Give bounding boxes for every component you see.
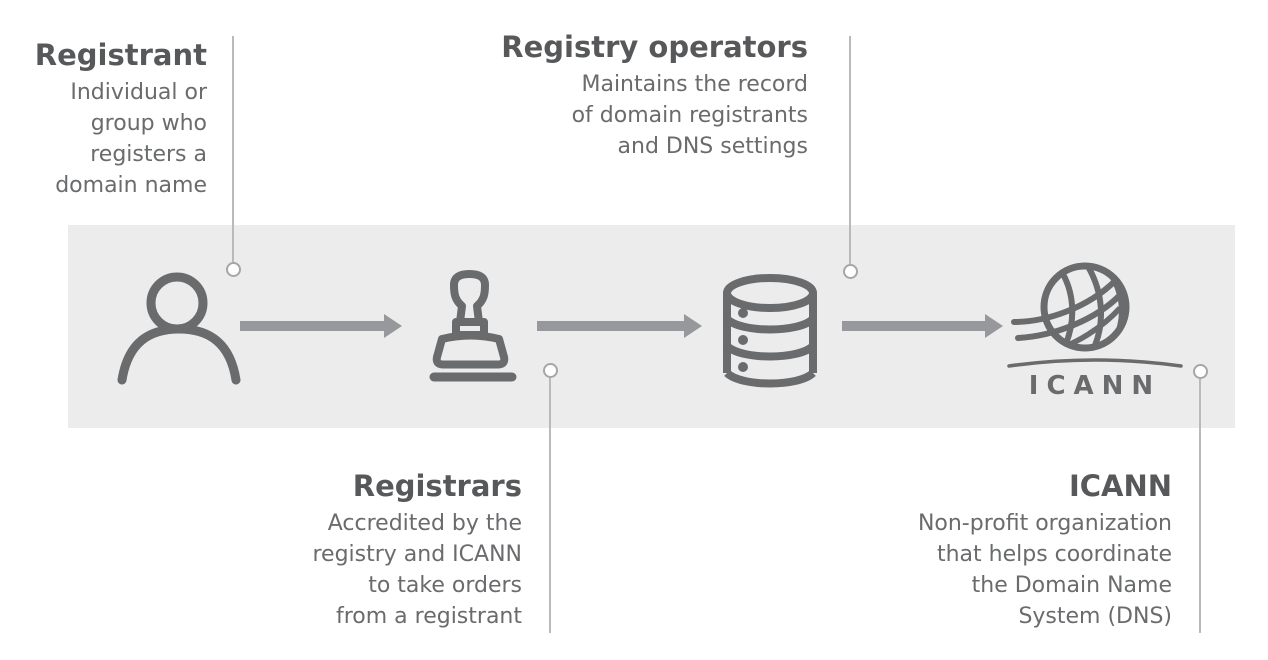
- arrow-right-icon: [240, 314, 402, 338]
- leader-line-registrars: [549, 377, 551, 633]
- leader-dot-registry-operators: [843, 264, 858, 279]
- stamp-icon: [429, 270, 517, 382]
- database-icon: [723, 274, 817, 388]
- leader-dot-registrant: [226, 262, 241, 277]
- label-registry-operators-description: Maintains the record of domain registran…: [571, 72, 808, 159]
- arrow-shaft: [240, 321, 387, 331]
- arrow-shaft: [842, 321, 988, 331]
- label-registrars: Registrars Accredited by the registry an…: [312, 467, 522, 632]
- icann-wordmark: ICANN: [1029, 371, 1161, 400]
- arrow-head: [384, 314, 402, 338]
- label-icann-description: Non-profit organization that helps coord…: [917, 511, 1172, 629]
- arrow-shaft: [537, 321, 687, 331]
- label-registrant: Registrant Individual or group who regis…: [35, 36, 207, 201]
- leader-line-icann: [1199, 378, 1201, 633]
- arrow-right-icon: [842, 314, 1003, 338]
- label-registry-operators-title: Registry operators: [501, 30, 808, 64]
- leader-dot-icann: [1193, 364, 1208, 379]
- icann-logo-icon: ICANN: [1007, 262, 1183, 400]
- arrow-head: [985, 314, 1003, 338]
- label-registrars-title: Registrars: [352, 469, 522, 503]
- label-icann-title: ICANN: [1068, 469, 1172, 503]
- label-registry-operators: Registry operators Maintains the record …: [501, 28, 808, 162]
- arrow-right-icon: [537, 314, 702, 338]
- label-registrant-title: Registrant: [34, 38, 207, 72]
- person-icon: [117, 272, 241, 385]
- arrow-head: [684, 314, 702, 338]
- label-icann: ICANN Non-profit organization that helps…: [918, 467, 1172, 632]
- label-registrars-description: Accredited by the registry and ICANN to …: [312, 511, 522, 629]
- label-registrant-description: Individual or group who registers a doma…: [55, 80, 207, 198]
- leader-line-registrant: [232, 36, 234, 262]
- leader-dot-registrars: [543, 363, 558, 378]
- leader-line-registry-operators: [849, 36, 851, 264]
